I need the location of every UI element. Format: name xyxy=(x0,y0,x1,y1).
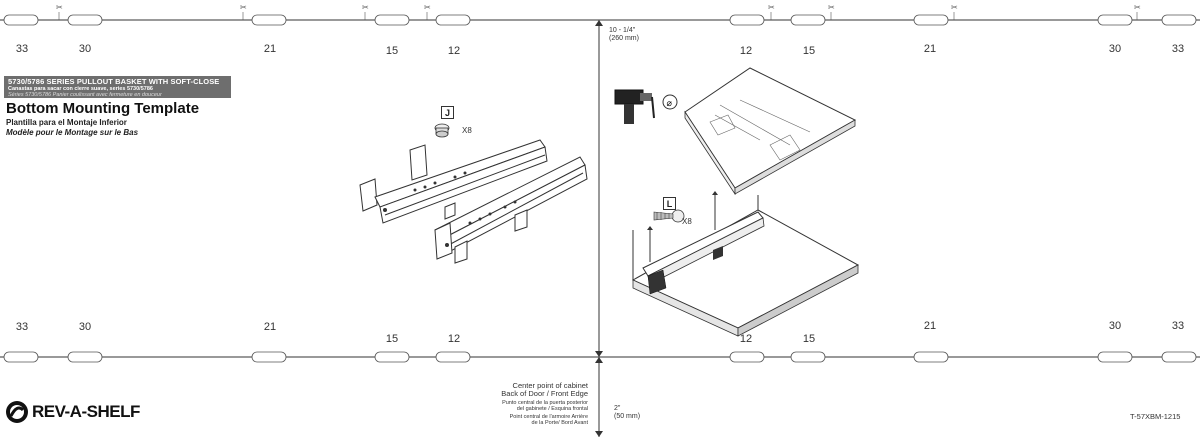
scissors-icon: ✂ xyxy=(56,3,63,12)
bottom-dimension: 2" (50 mm) xyxy=(614,405,640,421)
center-note-es2: del gabinete / Esquina frontal xyxy=(516,406,588,412)
slide-rails-illustration xyxy=(359,139,588,264)
slot-top-5 xyxy=(435,14,471,26)
measure-bottom-12-right: 12 xyxy=(739,333,753,345)
slot-top-6 xyxy=(729,14,765,26)
measure-bottom-30-right: 30 xyxy=(1108,320,1122,332)
slot-bottom-9 xyxy=(1097,351,1133,363)
measure-bottom-33-right: 33 xyxy=(1171,320,1185,332)
cabinet-rail-illustration xyxy=(631,191,860,337)
center-arrow-top xyxy=(595,20,603,26)
slot-top-7 xyxy=(790,14,826,26)
measure-bottom-33: 33 xyxy=(15,321,29,333)
scissors-icon: ✂ xyxy=(951,3,958,12)
slot-bottom-1 xyxy=(3,351,39,363)
scissor-marks: ✂ ✂ ✂ ✂ ✂ ✂ ✂ ✂ xyxy=(56,3,1141,12)
page-title-es: Plantilla para el Montaje Inferior xyxy=(6,118,127,127)
slot-top-4 xyxy=(374,14,410,26)
center-dimension-value: 10 - 1/4" xyxy=(609,27,636,34)
slot-top-1 xyxy=(3,14,39,26)
hardware-l-qty: X8 xyxy=(682,217,692,226)
slot-top-9 xyxy=(1097,14,1133,26)
measure-top-15-right: 15 xyxy=(802,45,816,57)
page-title: Bottom Mounting Template xyxy=(6,100,200,117)
brand-name: REV-A-SHELF xyxy=(32,402,140,421)
center-dimension: 10 - 1/4" (260 mm) xyxy=(609,27,639,43)
slot-bottom-2 xyxy=(67,351,103,363)
slot-bottom-5 xyxy=(435,351,471,363)
brand-logo: REV-A-SHELF xyxy=(5,400,140,424)
slot-top-10 xyxy=(1161,14,1197,26)
measure-top-15: 15 xyxy=(385,45,399,57)
series-title-fr: Séries 5730/5786 Panier coulissant avec … xyxy=(8,92,162,98)
scissors-icon: ✂ xyxy=(240,3,247,12)
brand-mark-icon xyxy=(6,401,28,423)
scissors-icon: ✂ xyxy=(424,3,431,12)
series-title: 5730/5786 SERIES PULLOUT BASKET WITH SOF… xyxy=(8,77,220,86)
scissors-icon: ✂ xyxy=(1134,3,1141,12)
wood-screw-icon xyxy=(653,209,685,223)
center-point-note: Center point of cabinet Back of Door / F… xyxy=(480,381,588,427)
slot-bottom-4 xyxy=(374,351,410,363)
center-note-fr2: de la Porte/ Bord Avant xyxy=(531,420,588,426)
scissors-icon: ✂ xyxy=(828,3,835,12)
measure-bottom-30: 30 xyxy=(78,321,92,333)
measure-bottom-15: 15 xyxy=(385,333,399,345)
page-title-fr: Modèle pour le Montage sur le Bas xyxy=(6,128,139,137)
slot-bottom-8 xyxy=(913,351,949,363)
hardware-l-label: L xyxy=(663,197,676,210)
bottom-dimension-metric: (50 mm) xyxy=(614,413,641,420)
slot-bottom-6 xyxy=(729,351,765,363)
slot-top-3 xyxy=(251,14,287,26)
center-arrow-bottom xyxy=(595,431,603,437)
svg-text:⌀: ⌀ xyxy=(667,99,673,109)
scissors-icon: ✂ xyxy=(768,3,775,12)
series-title-es: Canastas para sacar con cierre suave, se… xyxy=(8,86,153,92)
center-note-line1: Center point of cabinet xyxy=(512,381,588,390)
drill-template-illustration: ⌀ xyxy=(614,67,857,195)
slot-bottom-7 xyxy=(790,351,826,363)
measure-top-21: 21 xyxy=(263,43,277,55)
measure-top-12: 12 xyxy=(447,45,461,57)
drill-icon: ⌀ xyxy=(614,89,678,124)
slot-bottom-10 xyxy=(1161,351,1197,363)
measure-top-21-right: 21 xyxy=(923,43,937,55)
center-dimension-metric: (260 mm) xyxy=(609,35,639,42)
screw-cap-icon xyxy=(434,123,450,138)
measure-top-12-right: 12 xyxy=(739,45,753,57)
scissors-icon: ✂ xyxy=(362,3,369,12)
center-note-fr1: Point central de l'armoire Arrière xyxy=(509,414,588,420)
bottom-dimension-value: 2" xyxy=(614,405,621,412)
center-arrow-mid2 xyxy=(595,357,603,363)
document-code: T-57XBM-1215 xyxy=(1130,412,1181,421)
measure-top-30-right: 30 xyxy=(1108,43,1122,55)
hardware-j-qty: X8 xyxy=(462,126,472,135)
center-note-line2: Back of Door / Front Edge xyxy=(501,389,588,398)
center-arrow-mid xyxy=(595,351,603,357)
measure-top-33-right: 33 xyxy=(1171,43,1185,55)
series-header-bar: 5730/5786 SERIES PULLOUT BASKET WITH SOF… xyxy=(4,76,231,98)
slot-top-2 xyxy=(67,14,103,26)
center-note-es1: Punto central de la puerta posterior xyxy=(502,400,588,406)
hardware-j-label: J xyxy=(441,106,454,119)
slot-top-8 xyxy=(913,14,949,26)
measure-bottom-15-right: 15 xyxy=(802,333,816,345)
measure-bottom-21: 21 xyxy=(263,321,277,333)
measure-bottom-21-right: 21 xyxy=(923,320,937,332)
measure-top-30: 30 xyxy=(78,43,92,55)
measure-bottom-12: 12 xyxy=(447,333,461,345)
measure-top-33: 33 xyxy=(15,43,29,55)
slot-bottom-3 xyxy=(251,351,287,363)
top-slots xyxy=(3,14,1197,26)
bottom-slots xyxy=(3,351,1197,363)
